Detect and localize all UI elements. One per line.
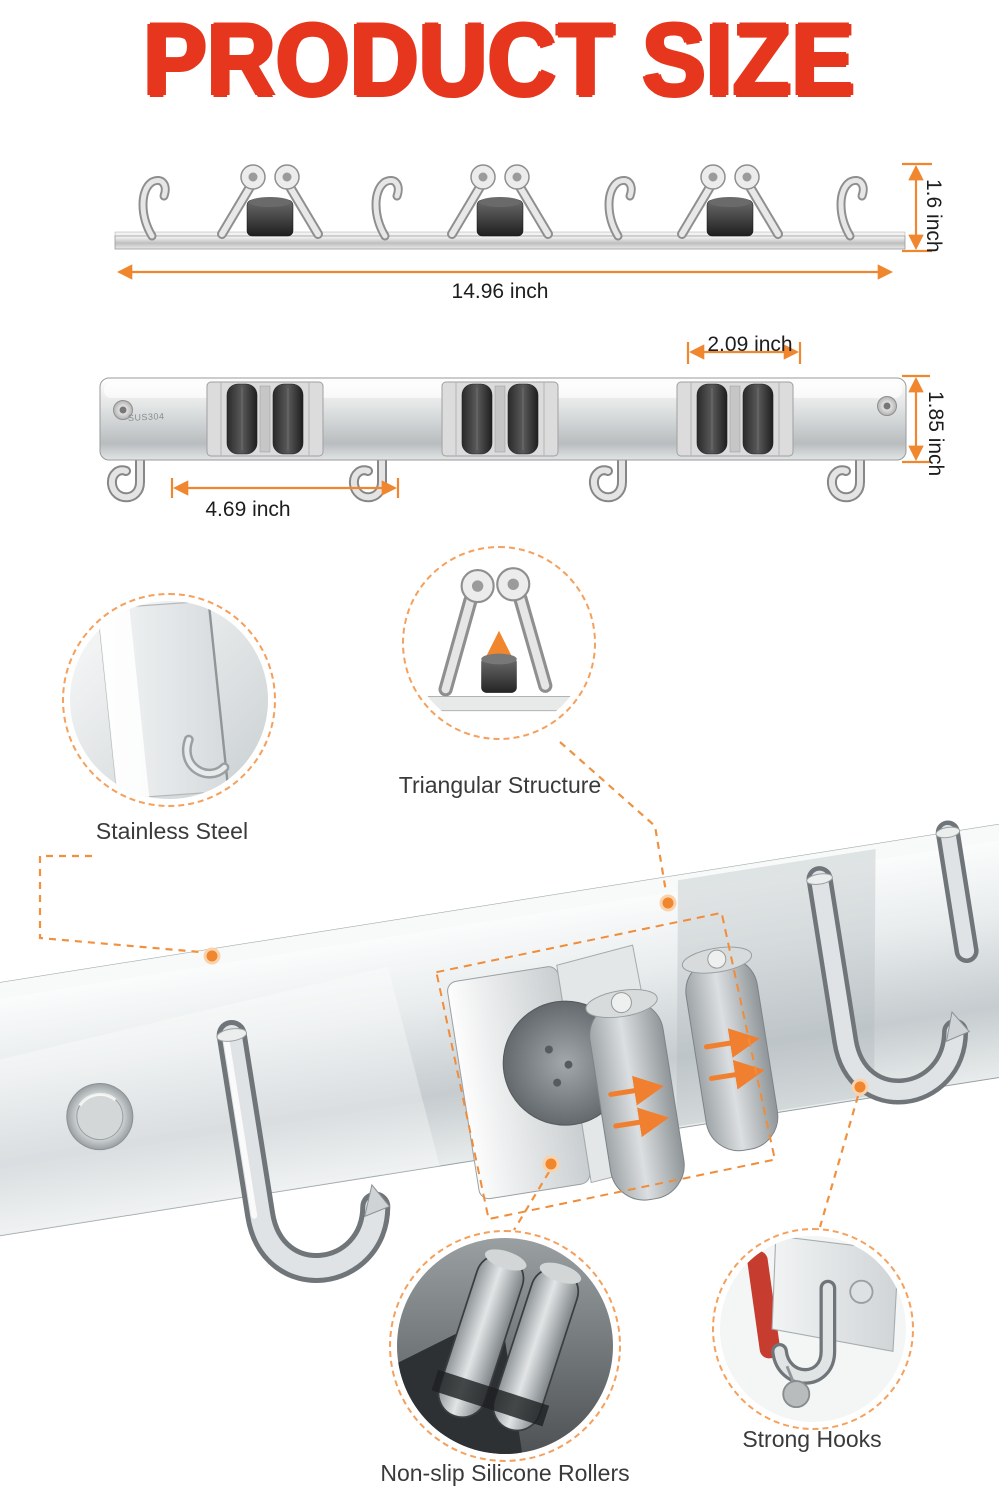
silicone-rollers-zoom [397,1238,613,1454]
rail-top-view [114,162,932,280]
strong-hooks-label: Strong Hooks [742,1426,882,1452]
page-title: PRODUCT SIZE [143,1,856,118]
silicone-rollers-label: Non-slip Silicone Rollers [380,1460,630,1486]
rail-engraving-text: SUS304 [127,411,165,423]
triangular-structure-zoom [410,554,588,732]
strong-hook-icon [806,866,971,1105]
dimension-arrow [170,478,400,498]
stainless-steel-zoom [70,601,268,799]
strong-hooks-zoom [720,1236,906,1422]
motion-arrows [608,1028,765,1138]
top-height-dimension-label: 1.6 inch [922,178,945,253]
callout-strong-hooks [712,1228,914,1430]
hook-spacing-dimension-label: 4.69 inch [205,498,291,521]
callout-stainless-steel [62,593,276,807]
top-length-dimension-label: 14.96 inch [451,280,549,303]
screw-hole-icon [113,396,897,420]
red-accent [747,1251,781,1359]
triangular-structure-label: Triangular Structure [398,772,602,798]
dimension-arrow [902,374,930,464]
spring-arm-icon [438,567,553,697]
callout-triangular-structure [402,546,596,740]
dimension-arrow [902,162,932,253]
screw-icon [66,1083,134,1151]
clamp-icon [217,164,783,239]
roller-gripper-icon [206,381,794,457]
stainless-steel-label: Stainless Steel [95,818,249,844]
roller-pair-icon [431,1249,582,1432]
callout-silicone-rollers [389,1230,621,1462]
dimension-arrow [686,342,802,364]
clamp-width-dimension-label: 2.09 inch [707,333,793,356]
hook-icon [138,176,868,241]
front-height-dimension-label: 1.85 inch [924,390,947,477]
rail-front-view [99,342,930,503]
hook-icon [771,1279,837,1385]
hook-stem-icon [935,820,979,963]
gripper-assembly [435,911,779,1221]
strong-hook-icon [216,1019,391,1283]
